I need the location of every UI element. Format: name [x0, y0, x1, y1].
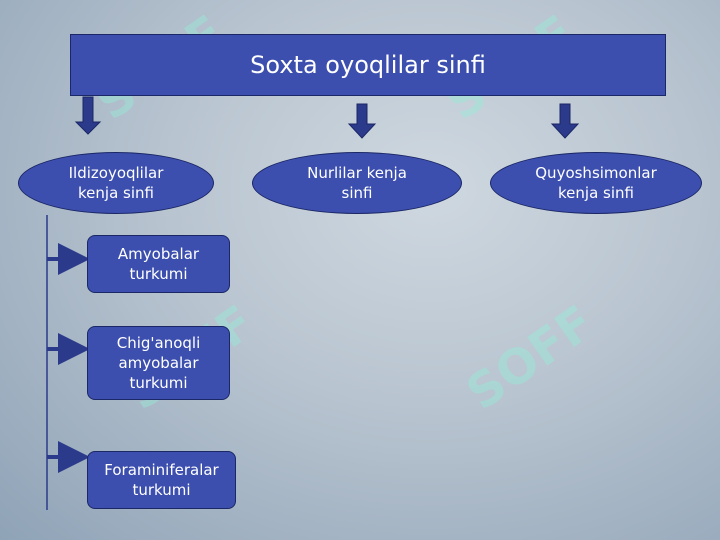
order-label-line: amyobalar: [118, 354, 199, 372]
title-box: Soxta oyoqlilar sinfi: [70, 34, 666, 96]
subclass-label-line: Ildizoyoqlilar: [68, 164, 164, 182]
subclass-label-line: kenja sinfi: [558, 184, 634, 202]
down-arrow: [74, 96, 102, 135]
order-box-chiganoqli-amyobalar: Chig'anoqli amyobalar turkumi: [87, 326, 230, 400]
order-label-line: Foraminiferalar: [104, 461, 219, 479]
title-text: Soxta oyoqlilar sinfi: [250, 51, 486, 79]
subclass-ellipse-ildizoyoqlilar: Ildizoyoqlilar kenja sinfi: [18, 152, 214, 214]
subclass-label-line: Nurlilar kenja: [307, 164, 407, 182]
down-arrow: [347, 103, 377, 139]
subclass-ellipse-nurlilar: Nurlilar kenja sinfi: [252, 152, 462, 214]
order-box-foraminiferalar: Foraminiferalar turkumi: [87, 451, 236, 509]
subclass-ellipse-quyoshsimonlar: Quyoshsimonlar kenja sinfi: [490, 152, 702, 214]
order-box-amyobalar: Amyobalar turkumi: [87, 235, 230, 293]
order-label-line: Chig'anoqli: [116, 334, 201, 352]
subclass-label-line: kenja sinfi: [78, 184, 154, 202]
order-label-line: turkumi: [132, 481, 191, 499]
order-label-line: Amyobalar: [117, 245, 200, 263]
order-label-line: turkumi: [129, 265, 188, 283]
subclass-label-line: Quyoshsimonlar: [535, 164, 657, 182]
subclass-label-line: sinfi: [341, 184, 373, 202]
down-arrow: [550, 103, 580, 139]
order-label-line: turkumi: [129, 374, 188, 392]
